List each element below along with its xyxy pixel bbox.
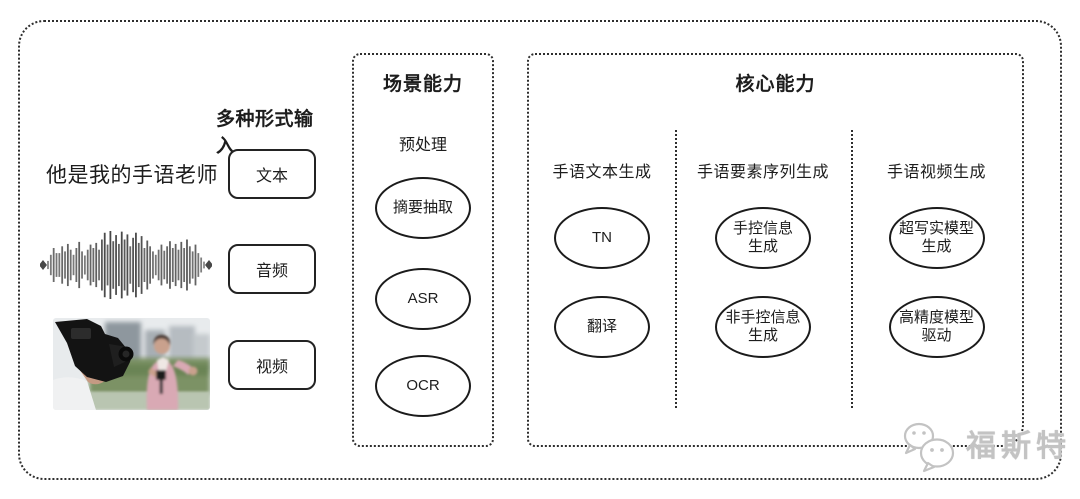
node-label: 高精度模型 驱动 <box>898 309 974 344</box>
column-sign-video-generation: 手语视频生成 超写实模型 生成 高精度模型 驱动 <box>851 55 1022 445</box>
photo-cameraman <box>53 319 134 410</box>
core-box-title: 核心能力 <box>735 74 816 95</box>
audio-waveform-icon <box>40 231 212 299</box>
node-hyperrealistic-model-generation: 超写实模型 生成 <box>888 207 985 269</box>
node-summary-extraction: 摘要抽取 <box>375 177 471 239</box>
node-label: 手控信息 生成 <box>732 220 793 255</box>
input-box-text-label: 文本 <box>255 168 288 185</box>
input-box-audio-label: 音频 <box>255 263 288 280</box>
column-header: 手语文本生成 <box>552 164 652 181</box>
column-header: 手语要素序列生成 <box>696 164 829 181</box>
column-divider <box>851 130 853 408</box>
node-label: 超写实模型 生成 <box>898 220 974 255</box>
input-box-video-label: 视频 <box>255 359 288 376</box>
scene-box-title: 场景能力 <box>382 74 463 95</box>
chat-bubbles-icon <box>903 422 955 473</box>
column-sign-text-generation: 手语文本生成 TN 翻译 <box>529 55 675 445</box>
node-high-precision-model-driving: 高精度模型 驱动 <box>888 296 985 358</box>
node-label: TN <box>592 229 612 246</box>
node-label: 摘要抽取 <box>392 199 453 216</box>
node-manual-info-generation: 手控信息 生成 <box>715 207 811 269</box>
input-box-audio: 音频 <box>228 244 316 294</box>
node-label: 翻译 <box>586 318 617 335</box>
interview-photo <box>53 318 210 410</box>
watermark-text: 福斯特 <box>966 430 1071 463</box>
preprocess-label: 预处理 <box>398 137 447 154</box>
node-label: 非手控信息 生成 <box>725 309 801 344</box>
input-box-video: 视频 <box>228 340 316 390</box>
node-label: OCR <box>406 377 440 394</box>
watermark: 福斯特 <box>898 420 1071 474</box>
core-capability-box: 核心能力 手语文本生成 TN 翻译 手语要素序列生成 手控信息 生成 非手控信息… <box>527 53 1024 447</box>
node-tn: TN <box>554 207 650 269</box>
node-label: ASR <box>407 290 439 307</box>
node-non-manual-info-generation: 非手控信息 生成 <box>715 296 811 358</box>
node-translation: 翻译 <box>554 296 650 358</box>
outer-dotted-border <box>18 20 1062 480</box>
photo-reporter <box>146 334 198 410</box>
node-ocr: OCR <box>375 355 471 417</box>
scene-capability-box: 场景能力 预处理 摘要抽取 ASR OCR <box>352 53 494 447</box>
node-asr: ASR <box>375 268 471 330</box>
column-header: 手语视频生成 <box>886 164 986 181</box>
column-sign-element-sequence-generation: 手语要素序列生成 手控信息 生成 非手控信息 生成 <box>675 55 851 445</box>
input-box-text: 文本 <box>228 149 316 199</box>
column-divider <box>675 130 677 408</box>
sample-text-sentence: 他是我的手语老师 <box>46 164 218 187</box>
